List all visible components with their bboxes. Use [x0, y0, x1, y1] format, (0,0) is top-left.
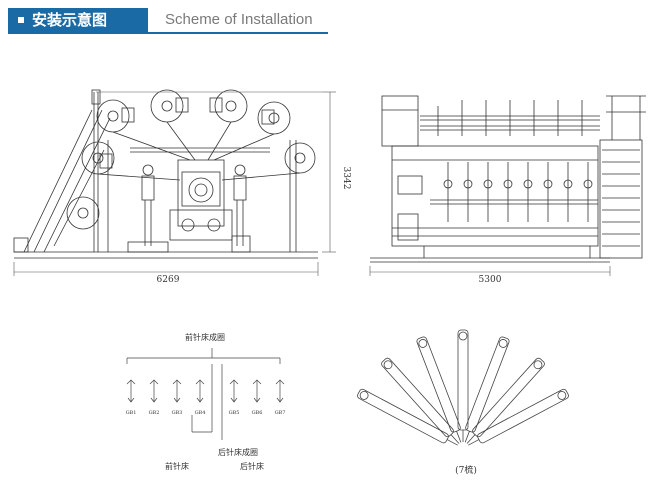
bar-label-gb7: GB7: [275, 410, 286, 416]
section-title: 安装示意图: [32, 11, 108, 29]
guide-bar-diagram: [126, 348, 285, 440]
front-bed-knit-label: 前针床成圈: [185, 332, 225, 342]
front-width-dimension: 5300: [479, 275, 502, 285]
header-underline: [8, 32, 328, 34]
bar-label-gb5: GB5: [229, 410, 240, 416]
bar-label-gb6: GB6: [252, 410, 263, 416]
bar-label-gb3: GB3: [172, 410, 183, 416]
side-height-dimension: 3342: [341, 167, 351, 190]
section-subtitle: Scheme of Installation: [165, 11, 313, 28]
side-view-dimensions: [13, 91, 336, 276]
front-view-machine: [370, 95, 646, 263]
guide-bar-fan-diagram: [357, 329, 569, 446]
header-title-tab: 安装示意图: [8, 8, 148, 32]
bar-label-gb1: GB1: [126, 410, 137, 416]
side-view-machine: [13, 89, 318, 259]
fan-diagram-caption: (7梳): [455, 464, 477, 476]
front-bed-label: 前针床: [165, 461, 189, 471]
section-header: 安装示意图 Scheme of Installation: [0, 0, 655, 40]
bar-label-gb4: GB4: [195, 410, 206, 416]
side-width-dimension: 6269: [157, 275, 180, 285]
back-bed-label: 后针床: [240, 461, 264, 471]
bar-label-gb2: GB2: [149, 410, 160, 416]
bullet-square-icon: [18, 17, 24, 23]
back-bed-knit-label: 后针床成圈: [218, 447, 258, 457]
front-view-dimensions: [369, 266, 611, 276]
